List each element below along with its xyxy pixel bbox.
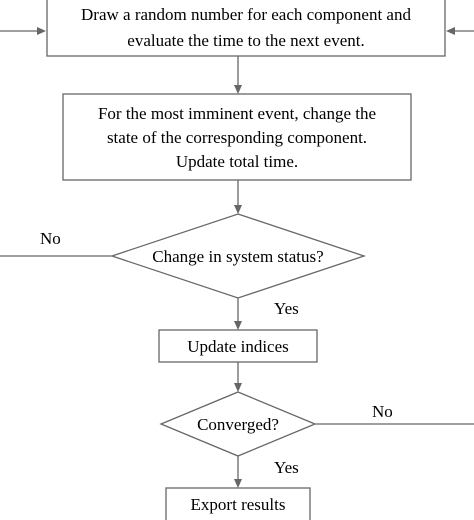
- imminent-event-line-2: state of the corresponding component.: [107, 128, 367, 147]
- converged-no-label: No: [372, 402, 393, 421]
- arrowhead-indices-to-converged: [234, 383, 242, 392]
- box-outline: [62, 93, 412, 181]
- status-yes-label: Yes: [274, 299, 299, 318]
- arrowhead-status-to-indices: [234, 321, 242, 330]
- converged-yes-label: Yes: [274, 458, 299, 477]
- imminent-event-line-3: Update total time.: [176, 152, 298, 171]
- box-outline: [46, 0, 446, 57]
- arrowhead-converged-to-export: [234, 479, 242, 488]
- process-box-update-indices: Update indices: [158, 329, 318, 363]
- process-box-export-results: Export results: [165, 487, 311, 520]
- process-box-draw-random: Draw a random number for each component …: [46, 0, 446, 57]
- export-results-label: Export results: [191, 495, 286, 514]
- left-entry-arrowhead: [37, 27, 46, 35]
- right-entry-arrowhead: [446, 27, 455, 35]
- status-no-label: No: [40, 229, 61, 248]
- arrowhead-imminent-to-status: [234, 205, 242, 214]
- converged-label: Converged?: [197, 415, 279, 434]
- decision-diamond-converged: Converged?: [159, 391, 317, 457]
- box-outline: [165, 487, 311, 520]
- decision-diamond-status-change: Change in system status?: [109, 213, 367, 299]
- update-indices-label: Update indices: [187, 337, 289, 356]
- box-outline: [158, 329, 318, 363]
- status-change-label: Change in system status?: [152, 247, 323, 266]
- draw-random-line-2: evaluate the time to the next event.: [127, 31, 364, 50]
- process-box-imminent-event: For the most imminent event, change the …: [62, 93, 412, 181]
- imminent-event-line-1: For the most imminent event, change the: [98, 104, 376, 123]
- draw-random-line-1: Draw a random number for each component …: [81, 5, 411, 24]
- arrowhead-draw-to-imminent: [234, 85, 242, 94]
